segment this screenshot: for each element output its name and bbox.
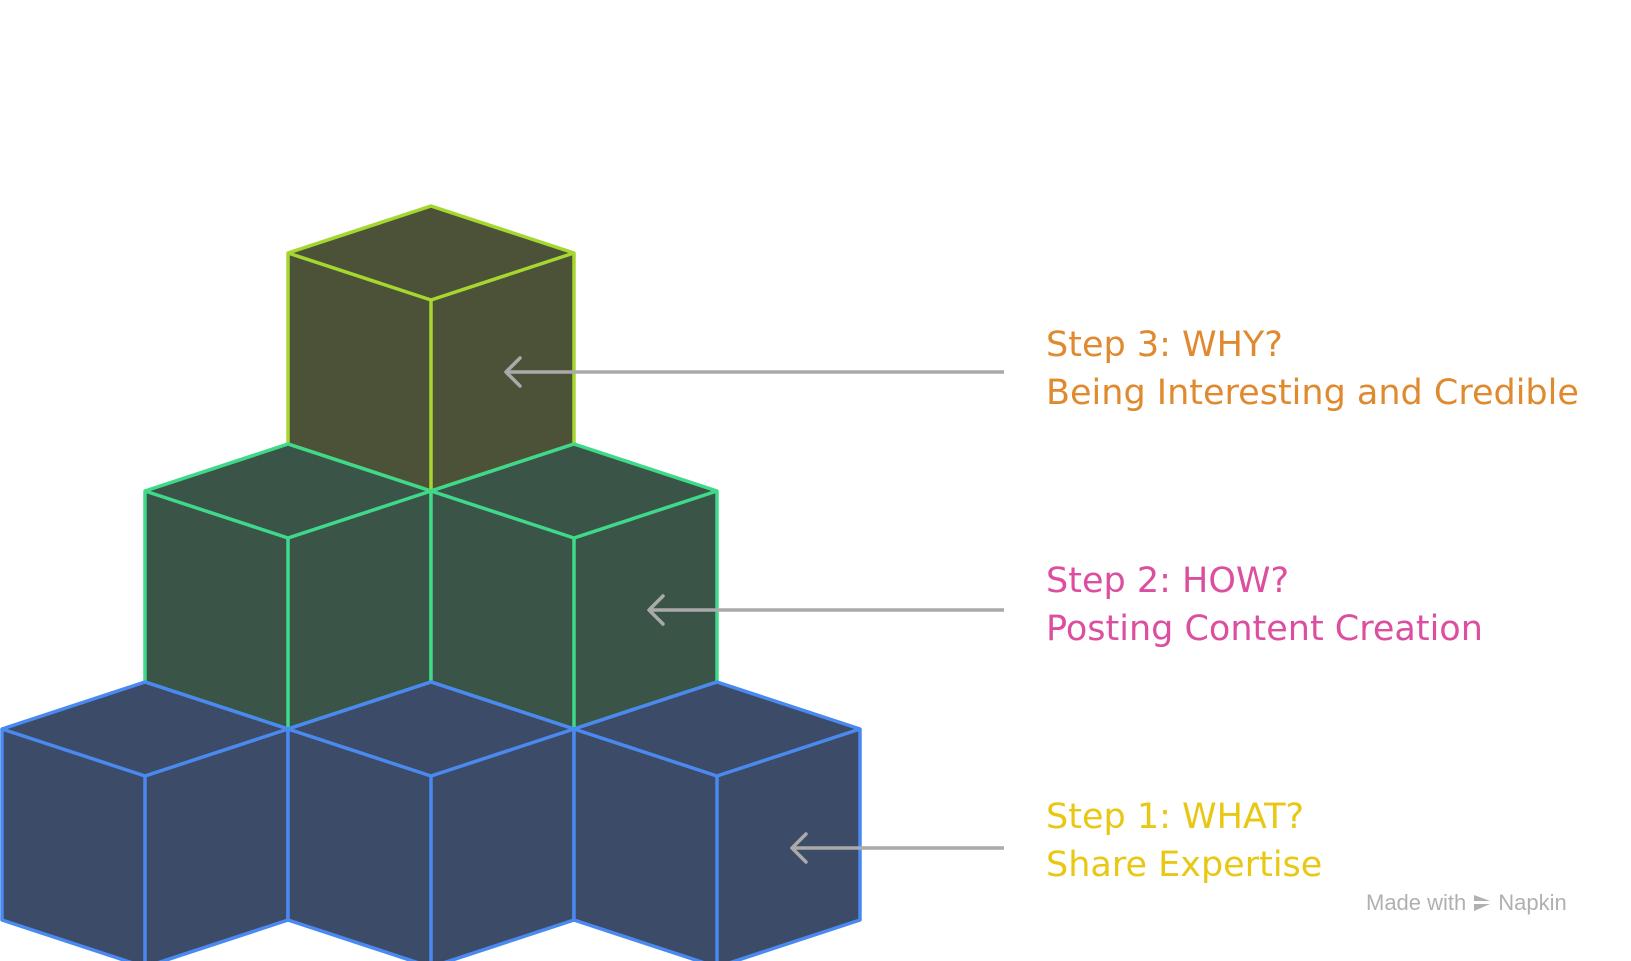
step-1-subtitle: Share Expertise (1046, 845, 1323, 885)
bottom-cube-left (0, 680, 290, 961)
step-2-arrow (647, 594, 1004, 626)
step-1-title: Step 1: WHAT? (1046, 797, 1305, 837)
middle-cube-left (143, 442, 433, 731)
step-2-label: Step 2: HOW? Posting Content Creation (1046, 557, 1483, 653)
step-1-arrow (790, 832, 1004, 864)
watermark-brand: Napkin (1498, 890, 1567, 915)
made-with-napkin-watermark[interactable]: Made with Napkin (1366, 890, 1567, 916)
watermark-prefix: Made with (1366, 890, 1467, 915)
napkin-icon (1474, 895, 1491, 911)
step-3-title: Step 3: WHY? (1046, 325, 1283, 365)
top-cube (286, 204, 576, 493)
middle-cube-right (429, 442, 719, 731)
step-1-label: Step 1: WHAT? Share Expertise (1046, 793, 1322, 889)
step-2-title: Step 2: HOW? (1046, 561, 1290, 601)
step-3-label: Step 3: WHY? Being Interesting and Credi… (1046, 321, 1579, 417)
step-3-subtitle: Being Interesting and Credible (1046, 373, 1579, 413)
bottom-cube-right (572, 680, 862, 961)
bottom-cube-center (286, 680, 576, 961)
step-3-arrow (504, 356, 1004, 388)
step-2-subtitle: Posting Content Creation (1046, 609, 1483, 649)
